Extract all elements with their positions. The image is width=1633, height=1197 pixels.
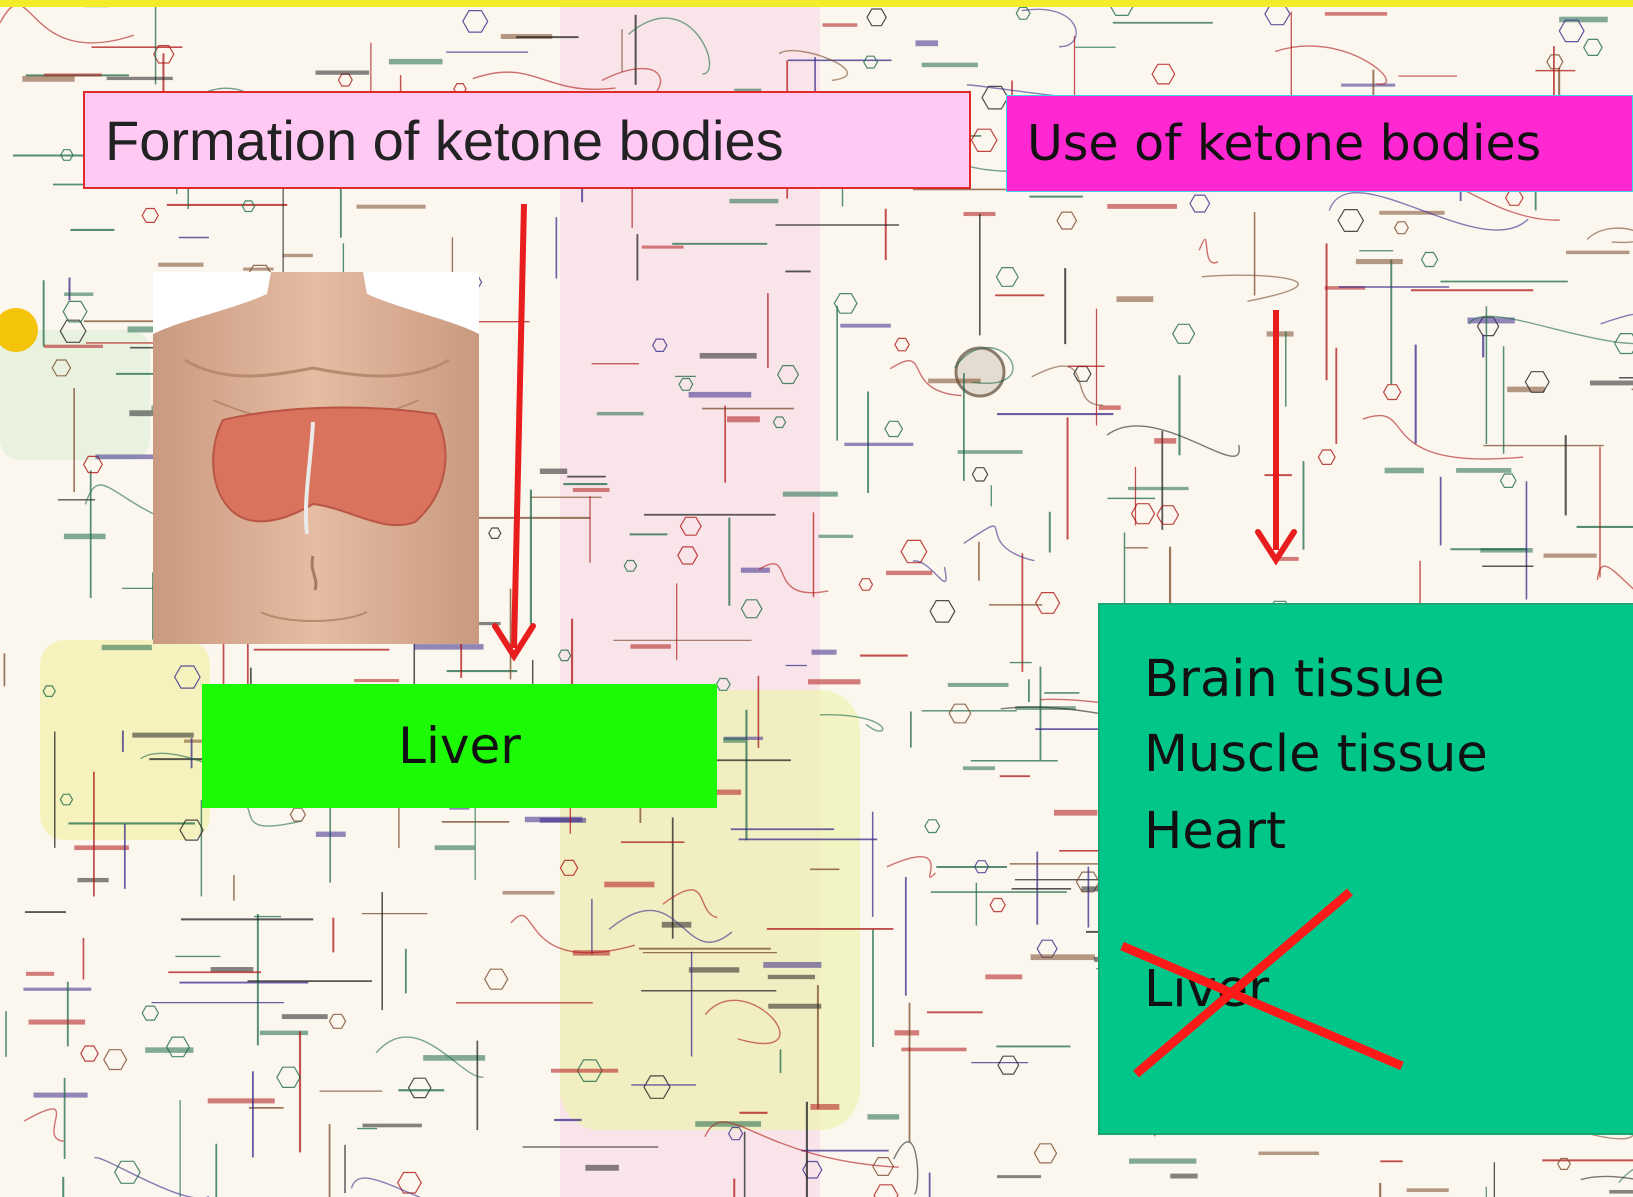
cross-out-mark (1122, 892, 1402, 1074)
formation-arrow (495, 204, 533, 656)
use-arrow (1258, 310, 1294, 560)
